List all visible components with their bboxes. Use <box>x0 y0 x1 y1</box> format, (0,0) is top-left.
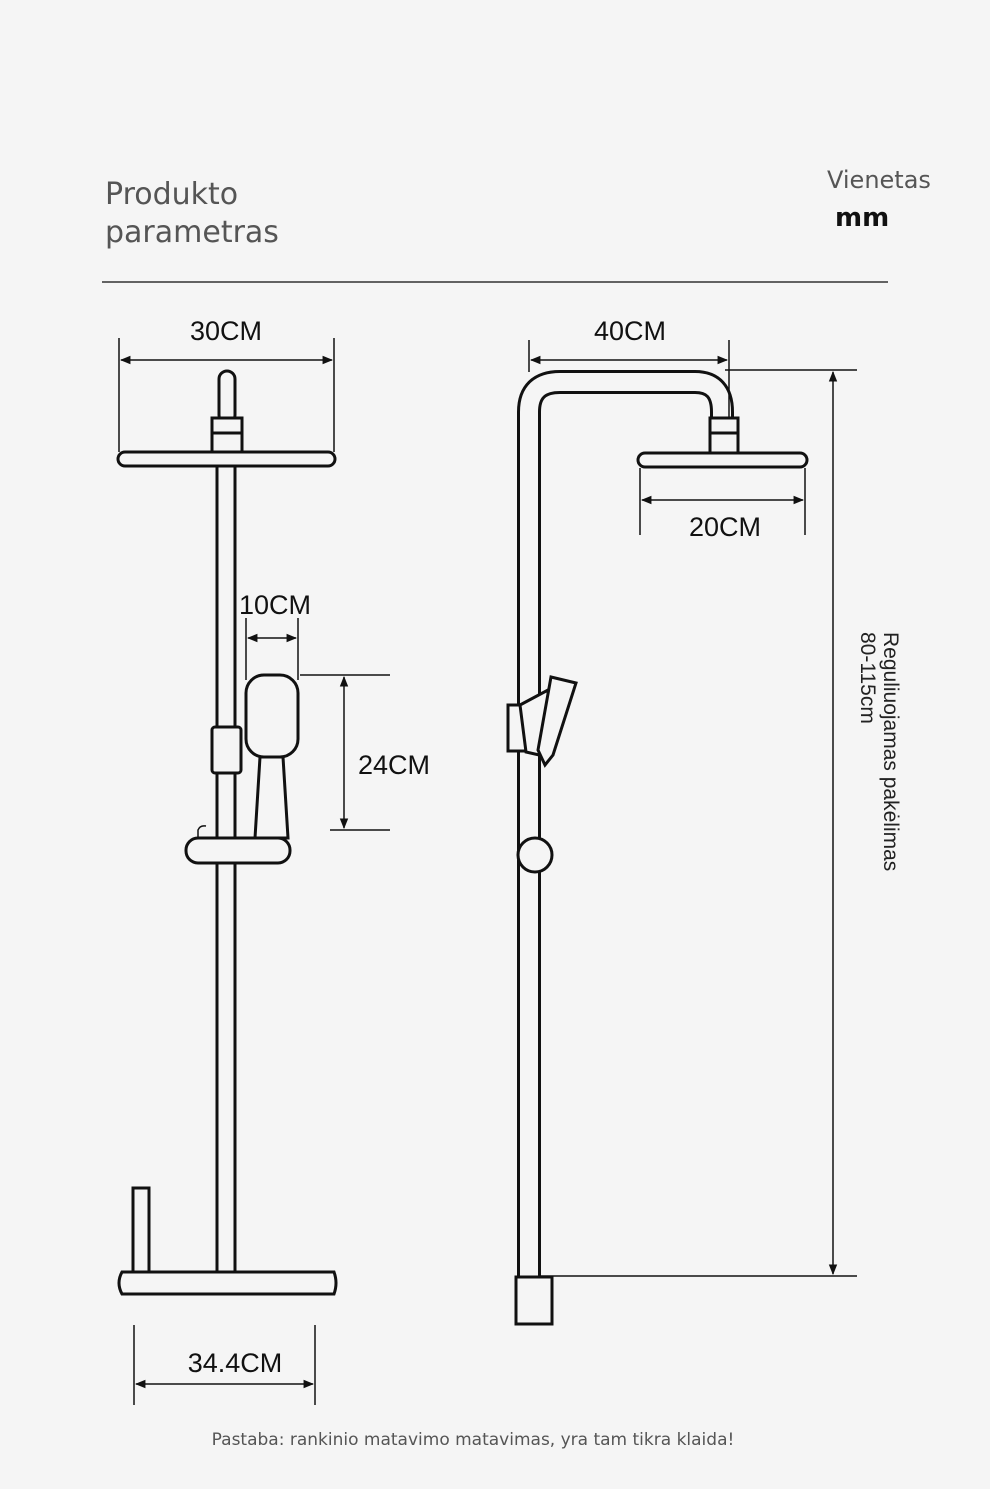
title-line-1: Produkto <box>105 177 238 212</box>
front-bottom-tray <box>117 1270 338 1296</box>
dimension-head-width: 30CM <box>118 316 335 452</box>
side-pipe <box>520 373 731 1277</box>
unit-label: Vienetas <box>827 166 931 194</box>
side-shower-head <box>636 451 809 469</box>
side-base-box <box>514 1275 554 1326</box>
arm-length-label: 40CM <box>594 316 666 346</box>
side-handheld <box>536 675 578 768</box>
front-tray-stand <box>131 1186 151 1274</box>
front-connector-top <box>210 416 244 435</box>
unit-value: mm <box>835 203 889 233</box>
adjustable-range: 80-115cm <box>856 632 879 724</box>
dimension-handheld-height: 24CM <box>300 674 430 831</box>
head-width-label: 30CM <box>190 316 262 346</box>
head-diameter-label: 20CM <box>689 512 761 542</box>
title-line-2: parametras <box>105 215 279 250</box>
dimension-handheld-width: 10CM <box>239 590 311 680</box>
side-connector-top <box>708 416 740 435</box>
dimension-head-diameter: 20CM <box>639 468 806 542</box>
front-soap-tray <box>184 836 292 865</box>
dimension-tray-width: 34.4CM <box>133 1325 316 1405</box>
front-hook <box>197 825 207 840</box>
front-shower-head <box>116 450 337 468</box>
adjustable-label: Reguliuojamas pakėlimas <box>879 632 902 871</box>
front-view-shower <box>116 369 338 1296</box>
handheld-width-label: 10CM <box>239 590 311 620</box>
front-slider-holder <box>210 725 243 775</box>
tray-width-label: 34.4CM <box>188 1348 283 1378</box>
side-view-shower <box>506 370 809 1326</box>
handheld-height-label: 24CM <box>358 750 430 780</box>
side-connector <box>708 431 740 455</box>
dimension-arm-length: 40CM <box>528 316 730 418</box>
side-adjust-knob <box>516 836 554 874</box>
front-top-pipe <box>217 369 237 425</box>
footer-note: Pastaba: rankinio matavimo matavimas, yr… <box>212 1430 735 1450</box>
front-handheld-head <box>244 673 300 759</box>
front-handheld-handle <box>253 755 290 840</box>
front-connector <box>210 431 244 454</box>
dimension-adjustable-height: Reguliuojamas pakėlimas 80-115cm <box>540 369 902 1277</box>
